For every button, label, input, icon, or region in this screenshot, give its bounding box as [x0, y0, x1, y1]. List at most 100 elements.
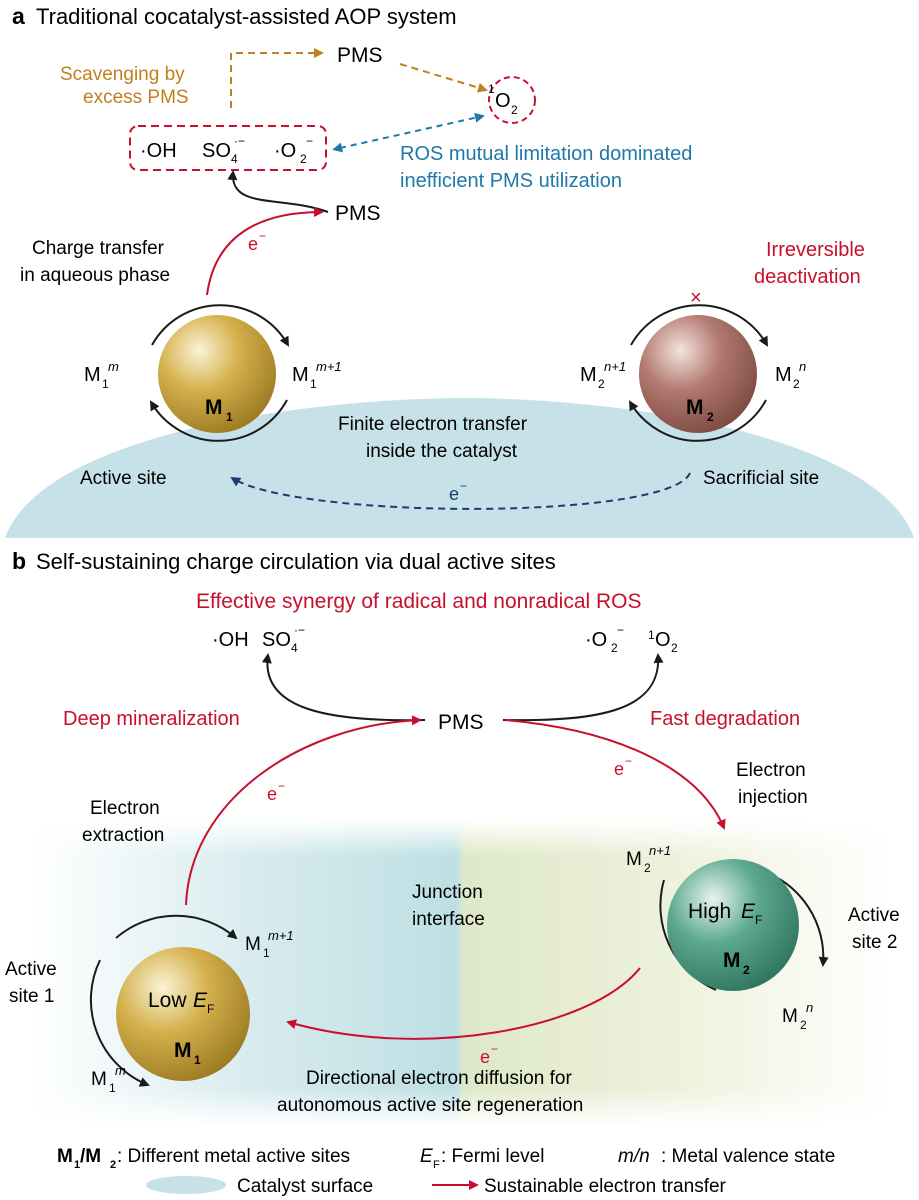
pms-mid-label: PMS — [335, 202, 381, 225]
m2-sphere-label: M — [686, 396, 704, 419]
legend-m-label: M — [57, 1146, 73, 1167]
m1-cycle-bottom-arrow — [149, 399, 288, 442]
legend-mn-label: m/n — [618, 1146, 650, 1167]
panel-a-letter: a — [12, 3, 25, 29]
diffusion-line2: autonomous active site regeneration — [277, 1095, 583, 1116]
singlet-o2-label: O — [495, 90, 511, 112]
m1-sphere-sub: 1 — [226, 410, 233, 424]
b-m1-cycle-top-arrow — [115, 914, 238, 940]
so4-sub: 4 — [231, 152, 238, 166]
directional-diffusion-arrow — [286, 967, 641, 1040]
b-low-label: Low — [148, 989, 187, 1012]
b-m2-n1-sup: n+1 — [649, 843, 671, 858]
legend-m-sub1: 1 — [74, 1159, 80, 1171]
b-m2-n-label: M — [782, 1006, 798, 1027]
b-e-right-sup: − — [625, 754, 632, 768]
charge-transfer-arrow — [206, 207, 324, 296]
b-high-ef: E — [741, 900, 756, 923]
fast-degradation-label: Fast degradation — [650, 708, 800, 730]
m1-m-sup: m — [108, 359, 119, 374]
panel-b: b Self-sustaining charge circulation via… — [5, 548, 900, 1125]
b-m1-cycle-left-arrow — [89, 959, 150, 1087]
m2-cycle-bottom-arrow — [628, 399, 767, 442]
b-low-ef: E — [193, 989, 208, 1012]
m1-m1-label: M — [292, 364, 309, 386]
electron-extraction-arrow — [185, 715, 422, 906]
b-high-label: High — [688, 900, 731, 923]
o2-radical-sub: 2 — [300, 152, 307, 166]
b-e-bottom-sup: − — [491, 1042, 498, 1056]
irreversible-line2: deactivation — [754, 266, 861, 288]
b-singlet-sub: 2 — [671, 641, 678, 655]
pms-top-label: PMS — [337, 44, 383, 67]
extraction-line2: extraction — [82, 825, 164, 846]
b-e-right: e — [614, 759, 624, 779]
b-m2-n-sub: 2 — [800, 1018, 807, 1032]
deep-mineralization-label: Deep mineralization — [63, 708, 240, 730]
legend-ef-label: E — [420, 1146, 433, 1167]
legend-surface-swatch — [146, 1176, 226, 1194]
m2-n1-label: M — [580, 364, 597, 386]
finite-transfer-line1: Finite electron transfer — [338, 414, 528, 435]
b-o2-radical-sub: 2 — [611, 641, 618, 655]
o2-radical-sup: − — [306, 134, 313, 148]
charge-transfer-line1: Charge transfer — [32, 238, 165, 259]
panel-a-title: Traditional cocatalyst-assisted AOP syst… — [36, 4, 457, 29]
so4-label: SO — [202, 140, 231, 162]
b-m1-sphere-sub: 1 — [194, 1053, 201, 1067]
charge-electron-sup: − — [259, 229, 266, 243]
b-m1-m1-label: M — [245, 934, 261, 955]
scavenging-label-line2: excess PMS — [83, 87, 189, 108]
injection-line1: Electron — [736, 760, 806, 781]
b-m2-n-sup: n — [806, 1000, 813, 1015]
b-m2-sphere-sub: 2 — [743, 963, 750, 977]
scavenging-label-line1: Scavenging by — [60, 64, 185, 85]
singlet-oxygen-circle — [488, 76, 536, 124]
b-e-left-sup: − — [278, 779, 285, 793]
active-site2-line1: Active — [848, 905, 900, 926]
b-m2-n1-label: M — [626, 849, 642, 870]
b-m2-n1-sub: 2 — [644, 861, 651, 875]
m2-n1-sub: 2 — [598, 377, 605, 391]
m1-m-label: M — [84, 364, 101, 386]
so4-sup: ·− — [234, 134, 245, 148]
m2-n-sub: 2 — [793, 377, 800, 391]
b-so4-sub: 4 — [291, 641, 298, 655]
legend-surface-label: Catalyst surface — [237, 1176, 373, 1197]
b-m1-m-label: M — [91, 1069, 107, 1090]
m1-m-sub: 1 — [102, 377, 109, 391]
m1-m1-sup: m+1 — [316, 359, 342, 374]
m2-n1-sup: n+1 — [604, 359, 626, 374]
b-e-bottom: e — [480, 1047, 490, 1067]
b-singlet-sup: 1 — [648, 628, 655, 642]
m2-sphere — [639, 315, 757, 433]
legend-mn-desc: : Metal valence state — [661, 1146, 835, 1167]
charge-electron: e — [248, 234, 258, 254]
singlet-o2-sup: 1 — [488, 82, 495, 96]
legend-ef-sub: F — [433, 1159, 440, 1171]
junction-line1: Junction — [412, 882, 483, 903]
internal-electron-sup: − — [460, 479, 467, 493]
b-pms-label: PMS — [438, 711, 484, 734]
b-m1-m-sub: 1 — [109, 1081, 116, 1095]
b-o2-radical-label: ·O — [585, 629, 607, 651]
b-m1-sphere-label: M — [174, 1039, 192, 1062]
m1-sphere-label: M — [205, 396, 223, 419]
legend-m-sub2: 2 — [110, 1159, 116, 1171]
m1-sphere — [158, 315, 276, 433]
b-m2-sphere-label: M — [723, 949, 741, 972]
b-high-ef-sub: F — [755, 913, 762, 927]
b-so4-sup: ·− — [294, 623, 305, 637]
sacrificial-site-label: Sacrificial site — [703, 468, 819, 489]
injection-line2: injection — [738, 787, 808, 808]
legend-ef-desc: : Fermi level — [441, 1146, 544, 1167]
finite-transfer-line2: inside the catalyst — [366, 441, 518, 462]
internal-electron-label: e — [449, 484, 459, 504]
internal-electron-arrow — [230, 472, 691, 510]
active-site2-line2: site 2 — [852, 932, 897, 953]
b-m1-m1-sub: 1 — [263, 946, 270, 960]
pms-to-singlet-arrow — [399, 63, 488, 93]
active-site-label: Active site — [80, 468, 167, 489]
active-site1-line2: site 1 — [9, 986, 54, 1007]
